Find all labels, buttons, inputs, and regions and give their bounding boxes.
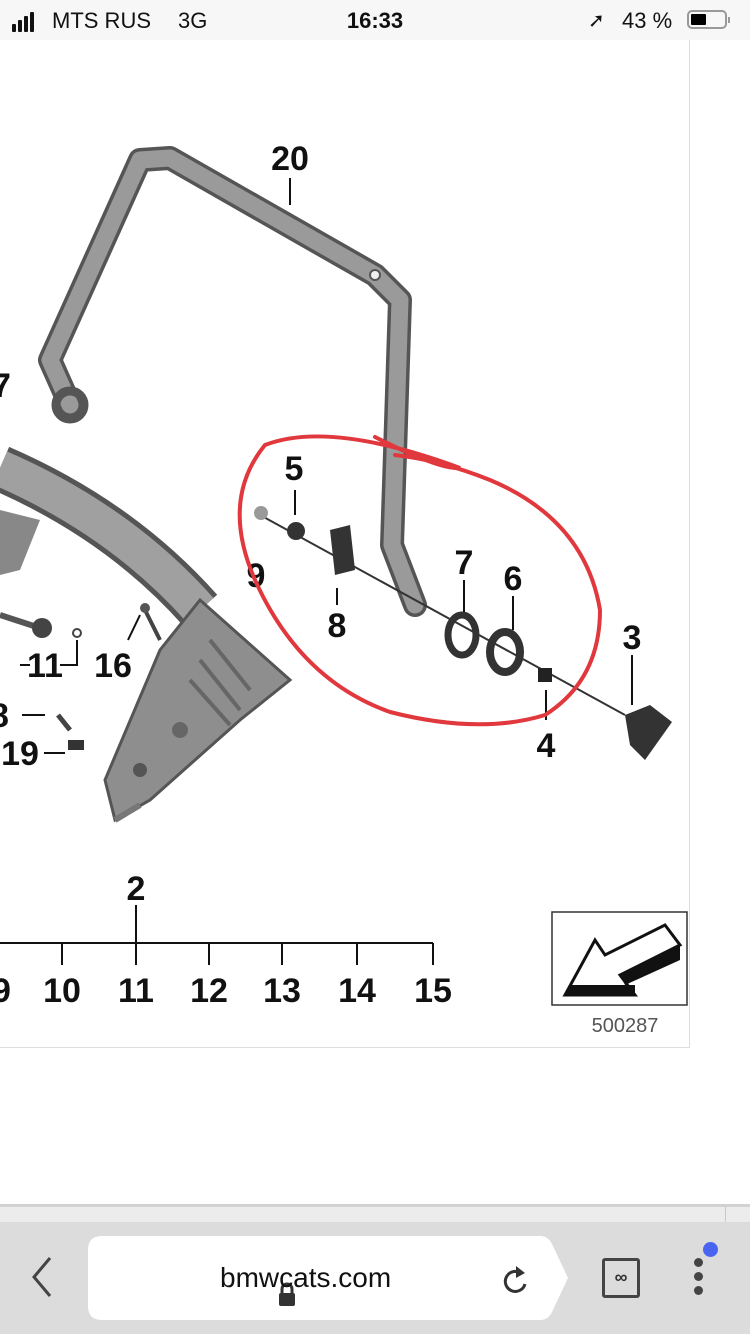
crash-bar xyxy=(0,446,218,626)
clock: 16:33 xyxy=(346,8,404,33)
image-number: 500287 xyxy=(592,1015,659,1037)
scale-number: 9 xyxy=(0,972,11,1010)
red-circle-annotation xyxy=(237,434,603,727)
callout-2: 2 xyxy=(127,870,146,908)
callout-6: 6 xyxy=(504,560,523,598)
carrier-name: MTS RUS xyxy=(52,8,151,33)
scale-number: 12 xyxy=(190,972,228,1010)
direction-arrow-icon xyxy=(551,911,688,1006)
callout-7-left: 7 xyxy=(0,367,11,405)
handle-bar-20 xyxy=(38,146,427,617)
parts-diagram-svg: 20 7 5 9 8 7 6 3 4 11 16 8 19 2 9 10 11 … xyxy=(0,140,688,1037)
location-arrow-icon: ➚ xyxy=(588,10,605,32)
footrest-bracket xyxy=(103,597,293,823)
battery-percent: 43 % xyxy=(622,8,673,33)
status-bar: MTS RUS 3G 16:33 ➚ 43 % xyxy=(0,0,750,40)
reload-icon[interactable] xyxy=(500,1264,530,1298)
browser-toolbar: bmwcats.com ∞ xyxy=(0,1222,750,1334)
scale-number: 15 xyxy=(414,972,452,1010)
scale-number: 14 xyxy=(338,972,376,1010)
scroll-strip xyxy=(0,1207,750,1222)
callout-7: 7 xyxy=(455,544,474,582)
scale-number: 11 xyxy=(118,972,154,1010)
lock-icon xyxy=(279,1282,295,1306)
scale-number: 13 xyxy=(263,972,301,1010)
signal-icon xyxy=(12,12,34,32)
callout-4: 4 xyxy=(537,727,556,765)
callout-20: 20 xyxy=(271,140,309,178)
scale-number: 10 xyxy=(43,972,81,1010)
notification-dot xyxy=(703,1242,718,1257)
battery-icon xyxy=(687,10,730,29)
callout-19: 19 xyxy=(1,735,39,773)
callout-3: 3 xyxy=(623,619,642,657)
network-type: 3G xyxy=(178,8,208,33)
parts-diagram: 20 7 5 9 8 7 6 3 4 11 16 8 19 2 9 10 11 … xyxy=(0,40,690,1048)
back-button[interactable] xyxy=(28,1252,58,1302)
address-bar[interactable] xyxy=(88,1236,568,1320)
toolbar-separator xyxy=(0,1204,750,1207)
callout-8: 8 xyxy=(328,607,347,645)
footrest-ridges xyxy=(188,638,252,727)
leader-lines xyxy=(0,178,633,965)
menu-button[interactable] xyxy=(688,1254,708,1304)
tabs-button[interactable]: ∞ xyxy=(602,1258,640,1298)
callout-16: 16 xyxy=(94,647,132,685)
hardware-parts xyxy=(0,506,672,760)
url-text[interactable]: bmwcats.com xyxy=(220,1262,392,1293)
callout-5: 5 xyxy=(285,450,304,488)
callout-11: 11 xyxy=(27,647,63,685)
callout-18: 8 xyxy=(0,697,9,735)
